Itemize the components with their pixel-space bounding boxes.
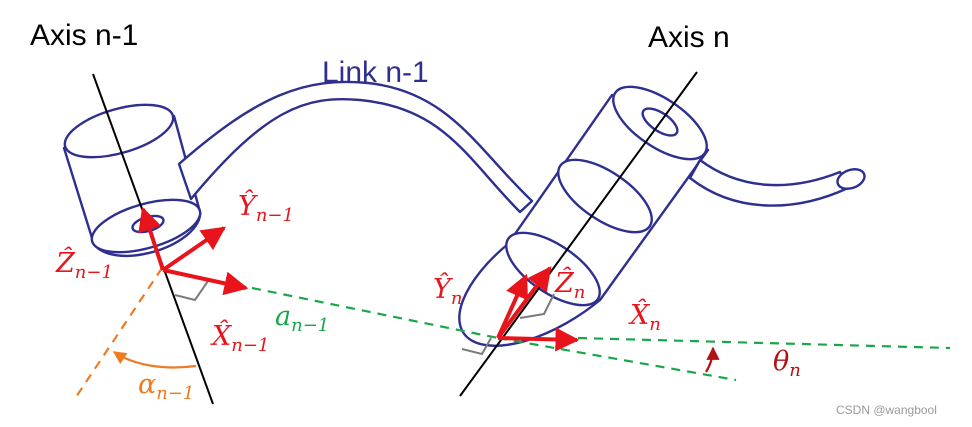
construction-lines	[73, 267, 951, 401]
theta-n-label: θn	[773, 346, 801, 381]
next-link-end	[836, 168, 866, 190]
x-n-label: X̂n	[628, 298, 661, 335]
watermark-text: CSDN @wangbool	[836, 403, 937, 417]
link-body	[62, 80, 866, 347]
z-n-arrow	[496, 266, 552, 340]
z-n-label: Ẑn	[554, 266, 585, 303]
y-n-arrow	[496, 273, 529, 339]
frame-prev	[138, 206, 249, 296]
x-n-arrow	[497, 327, 580, 352]
y-prev-arrow	[161, 226, 226, 272]
z-prev-arrow	[138, 206, 165, 271]
x-prev-label: X̂n−1	[210, 319, 269, 356]
right-angle-marker-prev	[174, 280, 209, 302]
left-cylinder-top	[63, 103, 175, 159]
theta-arc	[705, 346, 720, 373]
x-prev-arrow	[162, 268, 249, 296]
link-tube	[177, 80, 534, 214]
common-normal-line	[251, 286, 499, 340]
x-n-extension-line	[577, 336, 951, 350]
axis-prev-label: Axis n-1	[30, 19, 138, 52]
alpha-prev-label: αn−1	[138, 369, 194, 404]
alpha-arc	[112, 351, 197, 369]
z-prev-projection-line	[73, 267, 163, 401]
link-label: Link n-1	[322, 56, 429, 89]
a-prev-label: an−1	[275, 301, 329, 336]
y-n-label: Ŷn	[433, 272, 462, 309]
z-prev-label: Ẑn−1	[55, 246, 113, 283]
axis-next-label: Axis n	[648, 21, 730, 54]
next-link-tube	[688, 158, 850, 207]
x-prev-projection-line	[497, 336, 737, 382]
right-angle-marker-next	[461, 337, 492, 356]
y-prev-label: Ŷn−1	[238, 189, 294, 226]
right-angle-markers	[174, 280, 555, 356]
frame-n	[496, 266, 580, 352]
axis-next-line	[459, 71, 698, 397]
right-angle-marker-z	[519, 293, 555, 319]
